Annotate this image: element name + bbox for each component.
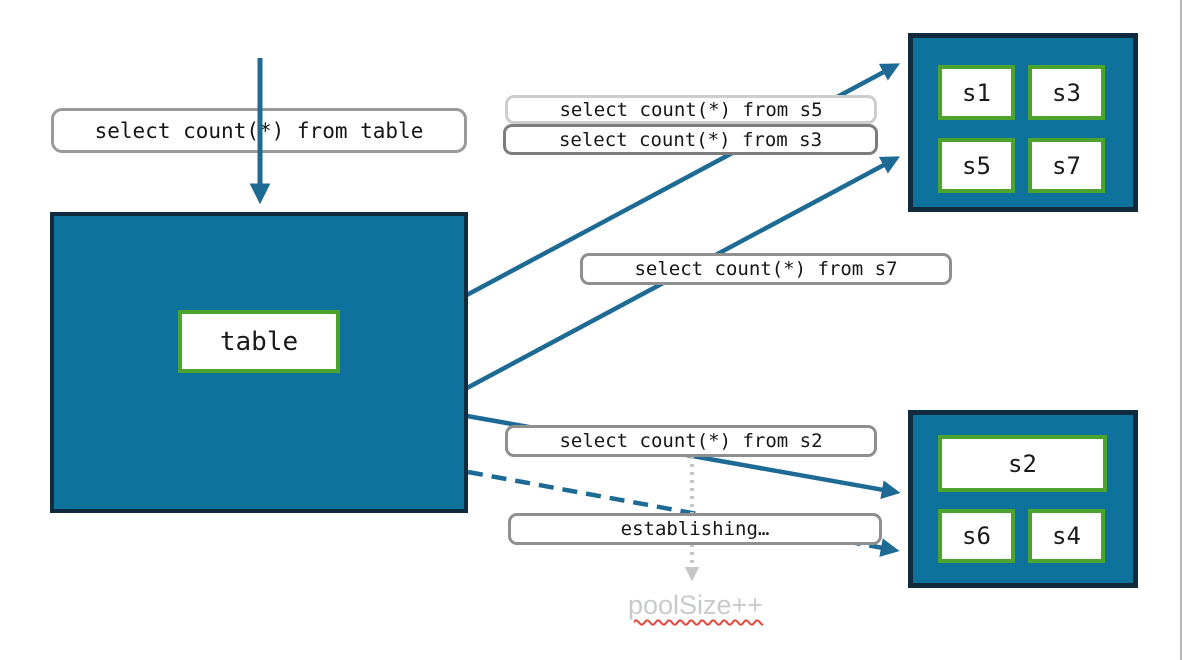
pool-slot-s4: s4 (1028, 509, 1105, 563)
pool-box-top: s1 s3 s5 s7 (908, 33, 1138, 212)
query-label-from-table: select count(*) from table (51, 108, 467, 153)
pool-slot-s1: s1 (938, 65, 1015, 120)
pool-slot-s3: s3 (1028, 65, 1105, 120)
pool-slot-s2: s2 (938, 435, 1107, 492)
table-label-box: table (178, 310, 340, 373)
pool-slot-s5: s5 (938, 138, 1015, 193)
query-label-from-s2: select count(*) from s2 (505, 425, 877, 457)
query-label-from-s3: select count(*) from s3 (503, 124, 878, 155)
table-box: table (50, 212, 468, 513)
pool-slot-s7: s7 (1028, 138, 1105, 193)
pool-slot-s6: s6 (938, 509, 1015, 563)
query-label-establishing: establishing… (508, 513, 882, 545)
pool-box-bottom: s2 s6 s4 (908, 410, 1138, 588)
pool-size-note: poolSize++ (627, 590, 764, 620)
query-label-from-s7: select count(*) from s7 (580, 253, 952, 285)
query-label-from-s5: select count(*) from s5 (505, 95, 877, 124)
slide-edge-line (1180, 0, 1182, 660)
